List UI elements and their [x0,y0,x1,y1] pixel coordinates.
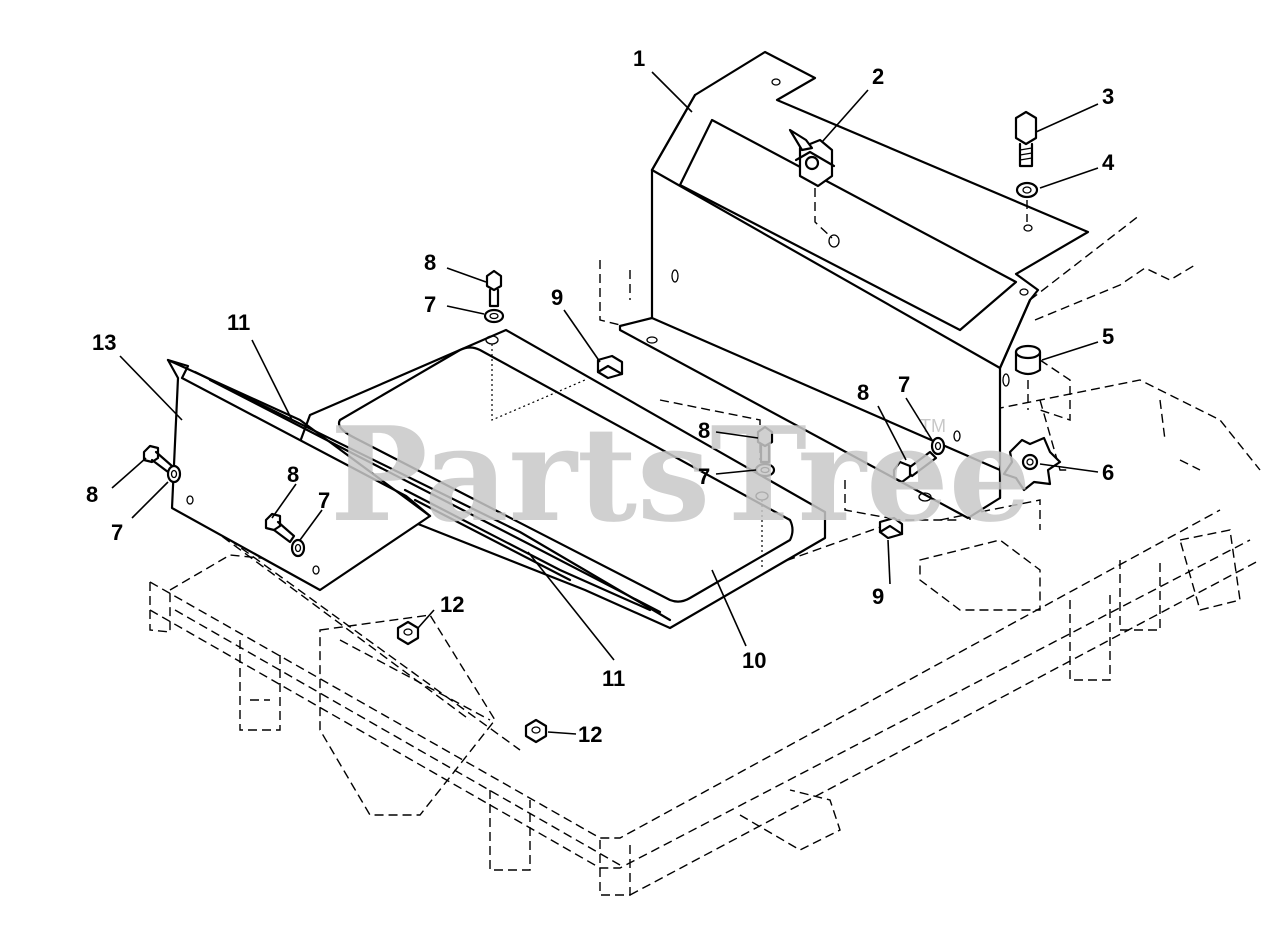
callout-8-lower-left: 8 [287,462,299,487]
part-13-side-plate [166,358,432,592]
watermark-text: PartsTree [330,398,1031,551]
part-6-knob [1002,436,1062,492]
callout-7-far-left: 7 [111,520,123,545]
callout-5: 5 [1102,324,1114,349]
callout-9-bottom: 9 [872,584,884,609]
callout-11-lower: 11 [602,666,625,691]
callout-labels: 1 2 3 4 5 6 8 7 9 11 13 8 7 8 7 8 7 8 7 … [86,46,1115,747]
callout-11-upper: 11 [227,310,250,335]
part-5-spacer [1014,344,1042,410]
callout-13: 13 [92,330,116,355]
callout-4: 4 [1102,150,1115,175]
part-11-hinge-strips [193,370,672,622]
callout-8-middle: 8 [698,418,710,443]
callout-7-middle: 7 [698,464,710,489]
callout-8-top: 8 [424,250,436,275]
callout-12-upper: 12 [440,592,464,617]
part-12-nuts [396,620,548,744]
callout-1: 1 [633,46,645,71]
callout-7-top: 7 [424,292,436,317]
callout-10: 10 [742,648,766,673]
part-3-bolt [1014,110,1038,168]
callout-7-right: 7 [898,372,910,397]
callout-8-far-left: 8 [86,482,98,507]
fastener-bolts-washers [142,269,946,558]
part-2-switch [788,128,836,239]
callout-12-lower: 12 [578,722,602,747]
callout-3: 3 [1102,84,1114,109]
part-9-clips [596,354,904,540]
callout-6: 6 [1102,460,1114,485]
callout-7-lower-left: 7 [318,488,330,513]
leader-lines [111,71,1099,735]
callout-9-top: 9 [551,285,563,310]
watermark: PartsTree TM [330,398,1031,551]
part-4-washer [1015,181,1039,222]
callout-2: 2 [872,64,884,89]
callout-8-right: 8 [857,380,869,405]
